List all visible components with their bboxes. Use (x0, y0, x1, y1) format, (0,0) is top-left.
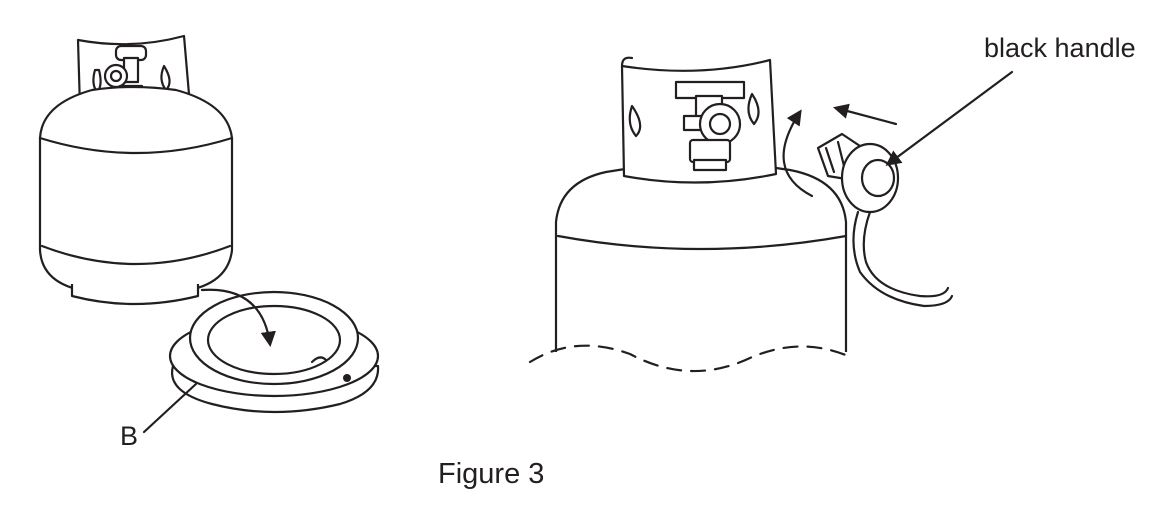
small-propane-tank (38, 34, 234, 306)
rotate-arrow-left (200, 288, 276, 348)
large-propane-tank (528, 56, 850, 373)
tank-base-ring (168, 290, 380, 414)
label-b: B (120, 421, 139, 451)
push-arrow (833, 103, 898, 126)
label-black-handle: black handle (984, 33, 1136, 63)
rotate-arrow-right (782, 109, 814, 198)
regulator (816, 132, 954, 308)
leader-line-b (142, 382, 198, 434)
figure-caption: Figure 3 (438, 458, 545, 490)
leader-line-black-handle (885, 70, 1014, 166)
